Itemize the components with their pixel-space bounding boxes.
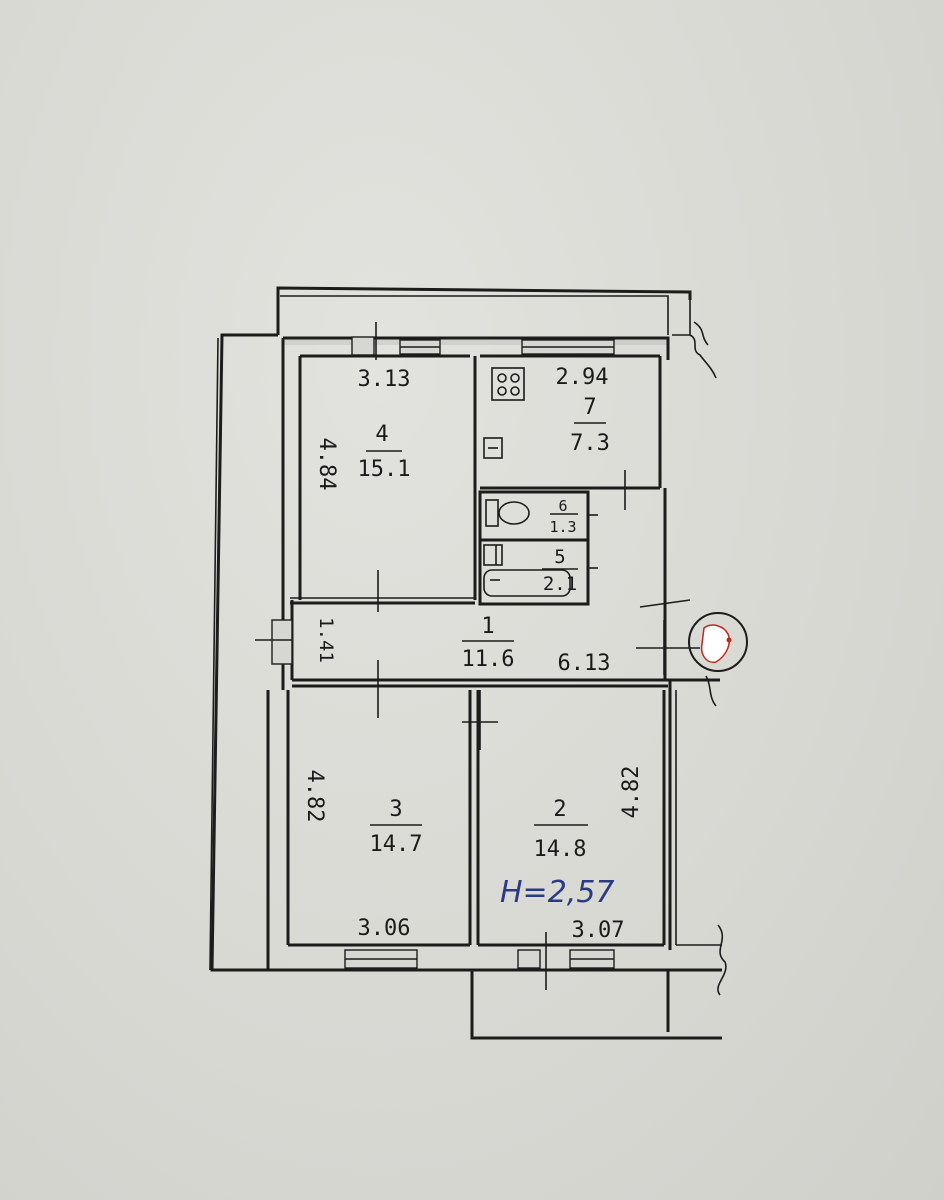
dim-room2-width: 3.07 bbox=[572, 918, 625, 943]
dim-room4-width: 3.13 bbox=[358, 367, 411, 392]
room-4-number: 4 bbox=[375, 422, 388, 447]
room-6-number: 6 bbox=[558, 497, 567, 515]
kitchen-stove bbox=[491, 367, 525, 401]
ceiling-height-note: H=2,57 bbox=[500, 875, 615, 910]
dim-hall-height: 1.41 bbox=[315, 617, 337, 663]
door-marks bbox=[255, 322, 717, 990]
room-3-area: 14.7 bbox=[370, 832, 423, 857]
room-4-area: 15.1 bbox=[358, 457, 411, 482]
dim-room2-height: 4.82 bbox=[619, 766, 644, 819]
room-7-area: 7.3 bbox=[570, 431, 610, 456]
room-3-number: 3 bbox=[389, 797, 402, 822]
dim-room7-width: 2.94 bbox=[556, 365, 609, 390]
red-circle-mark bbox=[688, 612, 748, 672]
interior-walls bbox=[286, 354, 722, 947]
room-5-number: 5 bbox=[554, 546, 565, 568]
dim-hall-length: 6.13 bbox=[558, 651, 611, 676]
windows bbox=[271, 336, 615, 969]
balcony-outline bbox=[470, 924, 727, 1040]
room-7-number: 7 bbox=[583, 395, 596, 420]
room-6-area: 1.3 bbox=[549, 518, 576, 536]
room-2-area: 14.8 bbox=[534, 837, 587, 862]
kitchen-sink bbox=[483, 437, 503, 459]
bathtub bbox=[483, 569, 571, 597]
left-outer-frame bbox=[209, 333, 278, 972]
outer-top-strip bbox=[276, 286, 717, 379]
room-1-area: 11.6 bbox=[462, 647, 515, 672]
toilet bbox=[485, 499, 530, 527]
room-1-number: 1 bbox=[481, 614, 494, 639]
dim-room4-height: 4.84 bbox=[314, 438, 339, 491]
dim-room3-height: 4.82 bbox=[302, 770, 327, 823]
room-5-area: 2.1 bbox=[543, 573, 577, 595]
dim-room3-width: 3.06 bbox=[358, 916, 411, 941]
room-2-number: 2 bbox=[553, 797, 566, 822]
bathroom-sink bbox=[483, 544, 503, 566]
